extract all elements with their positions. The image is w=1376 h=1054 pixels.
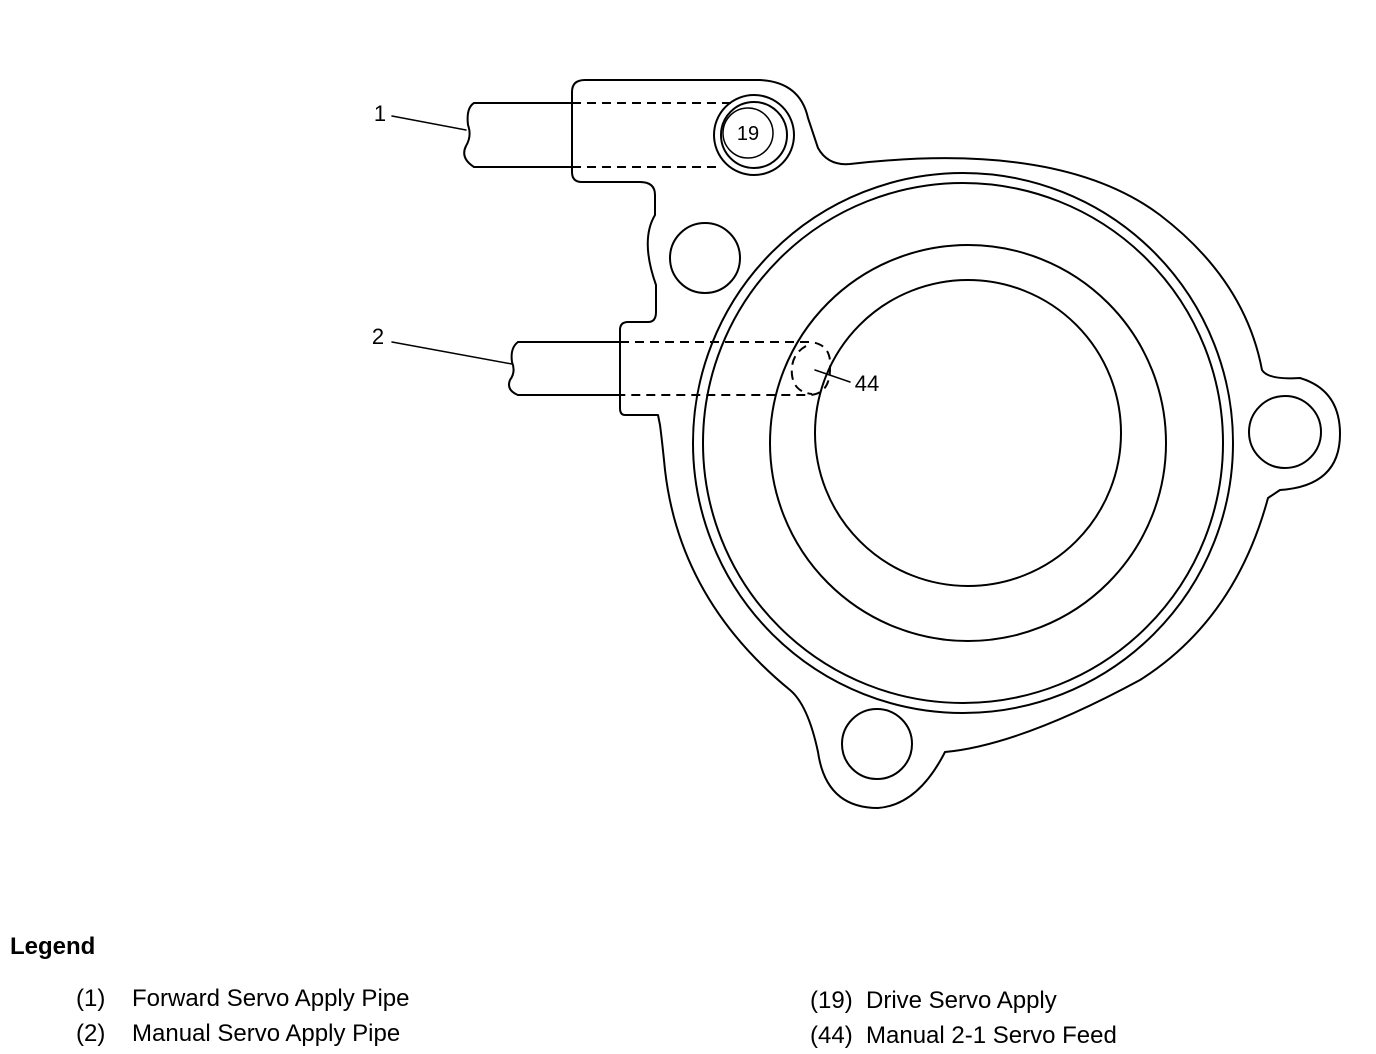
legend-item-number: (2) (76, 1020, 106, 1047)
callout-44: 44 (855, 371, 879, 396)
legend-item-label: Drive Servo Apply (866, 987, 1057, 1014)
legend-item-number: (1) (76, 985, 106, 1012)
piston-bore (814, 279, 1122, 587)
pipe-2-hidden-passage (620, 341, 832, 396)
port-19-label-circle (722, 107, 774, 159)
legend-title: Legend (10, 933, 96, 960)
bolt-hole-bottom (841, 708, 913, 780)
legend-item-number: (44) (810, 1022, 853, 1049)
port-19-inner-ring (720, 101, 788, 169)
port-44-hidden-outline (790, 345, 813, 395)
bolt-hole-left (669, 222, 741, 294)
cover-outer-ring (692, 172, 1234, 714)
pipe-2-end-break (508, 341, 519, 396)
bolt-hole-right (1248, 395, 1322, 469)
pipe-1-end-break (463, 102, 475, 168)
leader-1 (391, 115, 467, 131)
legend-item-manual-2-1-servo-feed: (44) Manual 2-1 Servo Feed (810, 1022, 1117, 1050)
callout-2: 2 (372, 324, 384, 349)
callout-1: 1 (374, 101, 386, 126)
piston-ring (769, 244, 1167, 642)
legend-item-label: Manual 2-1 Servo Feed (866, 1022, 1117, 1049)
leader-44 (814, 369, 851, 383)
legend-item-number: (19) (810, 987, 853, 1014)
legend-item-manual-servo-apply-pipe: (2) Manual Servo Apply Pipe (76, 1020, 400, 1048)
legend-item-label: Forward Servo Apply Pipe (132, 985, 410, 1012)
callout-19: 19 (737, 123, 759, 145)
legend-item-label: Manual Servo Apply Pipe (132, 1020, 401, 1047)
legend-item-forward-servo-apply-pipe: (1) Forward Servo Apply Pipe (76, 985, 409, 1013)
legend-item-drive-servo-apply: (19) Drive Servo Apply (810, 987, 1057, 1015)
housing-outline (571, 79, 1341, 809)
cover-seal-ring (702, 182, 1224, 704)
leader-2 (391, 341, 513, 365)
port-19-outer-ring (713, 94, 795, 176)
pipe-1-hidden-passage (572, 102, 735, 168)
